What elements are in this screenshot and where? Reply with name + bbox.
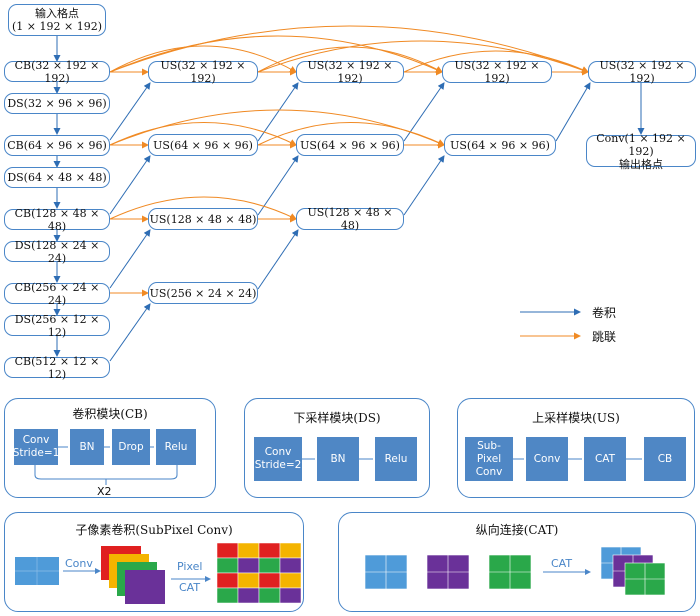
mosaic-pixel [279,587,302,604]
mosaic-pixel [216,587,239,604]
output-grid-node: Conv(1 × 192 × 192) 输出格点 [586,132,696,171]
us-node-a4: US(32 × 192 × 192) [588,59,696,85]
cat-panel-title: 纵向连接(CAT) [475,523,559,537]
mosaic-pixel [216,572,239,589]
us-node-b3: US(64 × 96 × 96) [444,134,556,156]
mosaic-pixel [279,542,302,559]
subpixel-illustration [15,542,302,604]
us-node-d1: US(256 × 24 × 24) [148,282,258,304]
mosaic-pixel [237,557,260,574]
cat-panel: 纵向连接(CAT) CAT [338,512,696,612]
us-node-b2: US(64 × 96 × 96) [296,134,404,156]
ds-conv-block: Conv Stride=2 [254,437,302,481]
mosaic-pixel [237,572,260,589]
cb-node-2: CB(64 × 96 × 96) [4,135,110,156]
cb-module-panel: 卷积模块(CB) Conv Stride=1 BN Drop Relu X2 [4,398,216,498]
cat-arrow-label: CAT [551,557,573,570]
mosaic-pixel [237,542,260,559]
legend-skip-label: 跳联 [592,330,617,344]
ds-panel-title: 下采样模块(DS) [293,411,381,425]
ds-node-2: DS(64 × 48 × 48) [4,167,110,188]
cb-node-4: CB(256 × 24 × 24) [4,281,110,307]
subpixel-conv-label: Conv [65,557,93,570]
us-node-b1: US(64 × 96 × 96) [148,134,258,156]
mosaic-pixel [216,542,239,559]
mosaic-pixel [258,572,281,589]
mosaic-pixel [237,587,260,604]
cb-node-1: CB(32 × 192 × 192) [4,59,110,85]
ds-node-3: DS(128 × 24 × 24) [4,239,110,265]
us-panel-arrows [513,458,642,460]
cb-conv-block: Conv Stride=1 [13,429,59,465]
us-node-a2: US(32 × 192 × 192) [296,59,404,85]
subpixel-panel-title: 子像素卷积(SubPixel Conv) [75,523,233,537]
ds-panel-arrows [302,458,373,460]
us-cb-block: CB [644,437,686,481]
mosaic-pixel [258,557,281,574]
us-node-c2: US(128 × 48 × 48) [296,206,404,232]
us-conv-block: Conv [526,437,568,481]
mosaic-pixel [258,587,281,604]
subpixel-conv-panel: 子像素卷积(SubPixel Conv) Conv Pixel CAT [4,512,304,612]
cat-illustration [364,546,666,596]
ds-node-1: DS(32 × 96 × 96) [4,93,110,114]
ds-node-4: DS(256 × 12 × 12) [4,313,110,339]
mosaic-pixel [216,557,239,574]
ds-relu-block: Relu [375,437,417,481]
us-subpixel-block: Sub-Pixel Conv [465,437,513,481]
mosaic-pixel [258,542,281,559]
cb-panel-title: 卷积模块(CB) [72,407,148,421]
us-cat-block: CAT [584,437,626,481]
mosaic-pixel [279,557,302,574]
subpixel-cat-label: CAT [179,581,201,594]
cb-relu-block: Relu [156,429,196,465]
cb-node-3: CB(128 × 48 × 48) [4,207,110,233]
us-node-a1: US(32 × 192 × 192) [148,59,258,85]
us-module-panel: 上采样模块(US) Sub-Pixel Conv Conv CAT CB [457,398,695,498]
cb-repeat-label: X2 [97,485,112,498]
us-node-a3: US(32 × 192 × 192) [442,59,552,85]
input-grid-node: 输入格点 (1 × 192 × 192) [8,4,106,36]
us-panel-title: 上采样模块(US) [532,411,620,425]
cb-bn-block: BN [70,429,104,465]
subpixel-pixel-label: Pixel [177,560,203,573]
ds-bn-block: BN [317,437,359,481]
cb-node-5: CB(512 × 12 × 12) [4,355,110,381]
cb-panel-arrows [34,446,178,485]
mosaic-pixel [279,572,302,589]
us-node-c1: US(128 × 48 × 48) [148,208,258,230]
legend-conv-label: 卷积 [592,306,617,320]
ds-module-panel: 下采样模块(DS) Conv Stride=2 BN Relu [244,398,430,498]
cb-drop-block: Drop [112,429,150,465]
